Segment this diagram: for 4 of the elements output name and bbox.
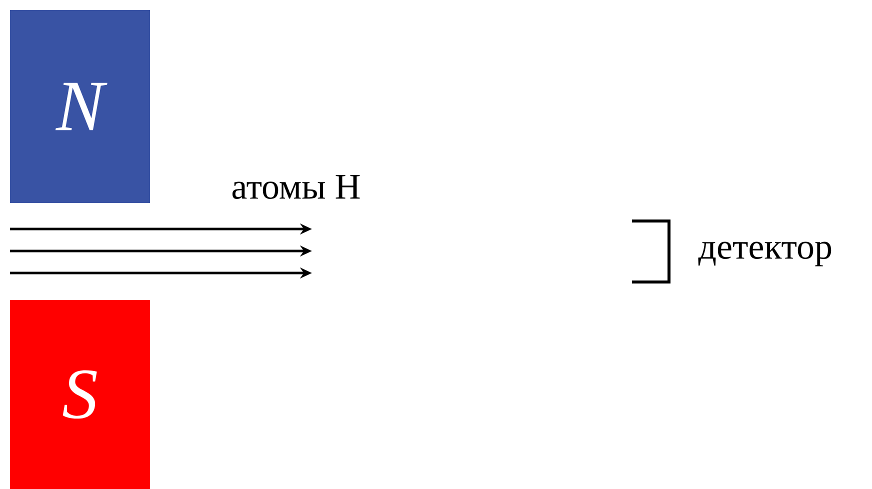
beam-label: атомы H [232,175,360,199]
magnet-pole: N [10,10,150,203]
magnet-pole: S [10,300,150,489]
detector: детектор [632,220,832,284]
